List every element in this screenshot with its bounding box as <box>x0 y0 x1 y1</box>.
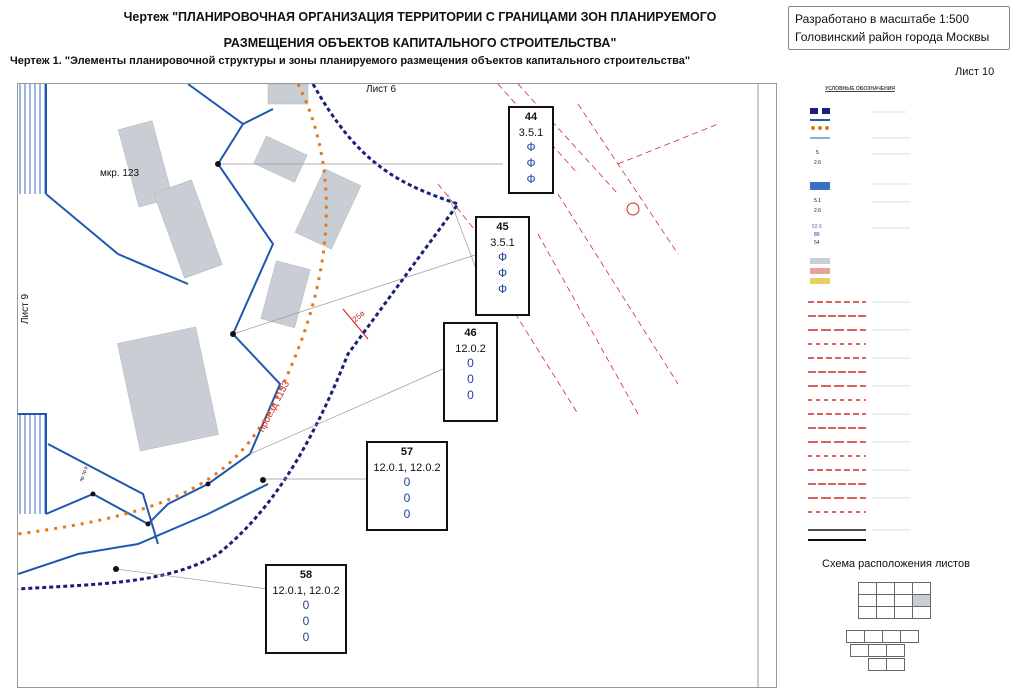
callout-46[interactable]: 46 12.0.2 0 0 0 <box>443 322 498 422</box>
callout-value: 0 <box>467 388 474 402</box>
red-regulation-lines <box>437 84 719 415</box>
hatched-zone-bottom <box>18 414 46 514</box>
sheet-cell <box>864 630 883 643</box>
callout-number: 45 <box>496 221 509 233</box>
building <box>153 179 223 279</box>
sheet-cell <box>882 630 901 643</box>
legend-value: 5.1 <box>814 198 821 204</box>
legend-title: УСЛОВНЫЕ ОБОЗНАЧЕНИЯ <box>825 86 895 92</box>
legend-value: 80 <box>814 232 820 238</box>
callout-value: Ф <box>497 282 508 296</box>
callout-number: 58 <box>299 569 313 581</box>
district-text: Головинский район города Москвы <box>795 30 990 44</box>
map-graphics <box>18 84 759 687</box>
callout-value: 0 <box>467 372 474 386</box>
node-points <box>90 161 266 572</box>
sheet-cell <box>868 658 887 671</box>
sheet-cell <box>912 606 931 619</box>
sheet-label-left: Лист 9 <box>20 293 31 324</box>
callout-value: Ф <box>526 140 536 154</box>
sheet-cell <box>850 644 869 657</box>
leader-lines <box>115 163 503 590</box>
sheet-cell <box>846 630 865 643</box>
building <box>253 135 308 183</box>
callout-code: 12.0.1, 12.0.2 <box>373 462 441 474</box>
scale-stamp: Разработано в масштабе 1:500 Головинский… <box>788 6 1010 50</box>
legend-value: 2.6 <box>814 208 821 214</box>
callout-code: 12.0.1, 12.0.2 <box>272 585 340 597</box>
legend-value: 54 <box>814 240 820 246</box>
title-line-2: РАЗМЕЩЕНИЯ ОБЪЕКТОВ КАПИТАЛЬНОГО СТРОИТЕ… <box>223 36 617 50</box>
building <box>267 84 309 105</box>
callout-code: 3.5.1 <box>518 127 544 139</box>
title-line-1: Чертеж "ПЛАНИРОВОЧНАЯ ОРГАНИЗАЦИЯ ТЕРРИТ… <box>123 10 717 24</box>
callout-value: 0 <box>302 598 310 612</box>
callout-code: 3.5.1 <box>490 237 515 249</box>
sheet-layout-schema <box>838 574 968 679</box>
sheet-cell <box>886 658 905 671</box>
drawing-subtitle: Чертеж 1. "Элементы планировочной структ… <box>10 55 691 67</box>
building <box>294 168 362 250</box>
callout-value: 0 <box>302 630 310 644</box>
callout-value: 0 <box>403 507 411 521</box>
red-marker <box>626 202 640 216</box>
building <box>117 326 219 452</box>
callout-value: 0 <box>467 356 474 370</box>
callout-number: 57 <box>400 446 414 458</box>
callout-number: 44 <box>524 111 538 123</box>
building <box>117 120 174 208</box>
callout-value: Ф <box>526 156 536 170</box>
callout-value: Ф <box>526 172 536 186</box>
sheet-cell <box>886 644 905 657</box>
callout-45[interactable]: 45 3.5.1 Ф Ф Ф <box>475 216 530 316</box>
sheet-cell <box>894 606 913 619</box>
sheet-label-top: Лист 6 <box>366 84 397 95</box>
callout-value: Ф <box>497 266 508 280</box>
legend-value: 2.6 <box>814 160 821 166</box>
callout-value: 0 <box>403 475 411 489</box>
callout-44[interactable]: 44 3.5.1 Ф Ф Ф <box>508 106 554 194</box>
legend-value: 52.6 <box>812 224 822 230</box>
legend-symbols: 5 2.6 5.1 2.6 52.6 80 54 <box>808 108 910 541</box>
callout-value: 0 <box>302 614 310 628</box>
callout-value: Ф <box>497 250 508 264</box>
sheet-cell <box>868 644 887 657</box>
district-label: мкр. 123 <box>100 168 140 179</box>
width-marker <box>342 308 369 340</box>
callout-58[interactable]: 58 12.0.1, 12.0.2 0 0 0 <box>265 564 347 654</box>
zone-boundary-dashed <box>18 84 461 591</box>
sheet-cell <box>858 606 877 619</box>
callout-value: 0 <box>403 491 411 505</box>
scale-text: Разработано в масштабе 1:500 <box>795 12 970 26</box>
callout-number: 46 <box>464 327 477 339</box>
buildings <box>117 84 362 452</box>
boundary-lines <box>18 84 282 575</box>
sheet-number: Лист 10 <box>955 66 995 78</box>
sheet-schema-title: Схема расположения листов <box>822 558 970 570</box>
map-legend: УСЛОВНЫЕ ОБОЗНАЧЕНИЯ 5 2.6 5.1 2.6 52.6 … <box>806 86 914 556</box>
callout-code: 12.0.2 <box>455 343 486 355</box>
orange-dotted-line <box>18 84 328 536</box>
hatched-zone-top <box>18 84 48 194</box>
callout-57[interactable]: 57 12.0.1, 12.0.2 0 0 0 <box>366 441 448 531</box>
building <box>260 260 311 328</box>
legend-value: 5 <box>816 150 819 156</box>
sheet-cell <box>900 630 919 643</box>
map-canvas[interactable]: Лист 6 Лист 9 мкр. 123 проезд 1133 25в п… <box>17 83 777 688</box>
sheet-cell <box>876 606 895 619</box>
